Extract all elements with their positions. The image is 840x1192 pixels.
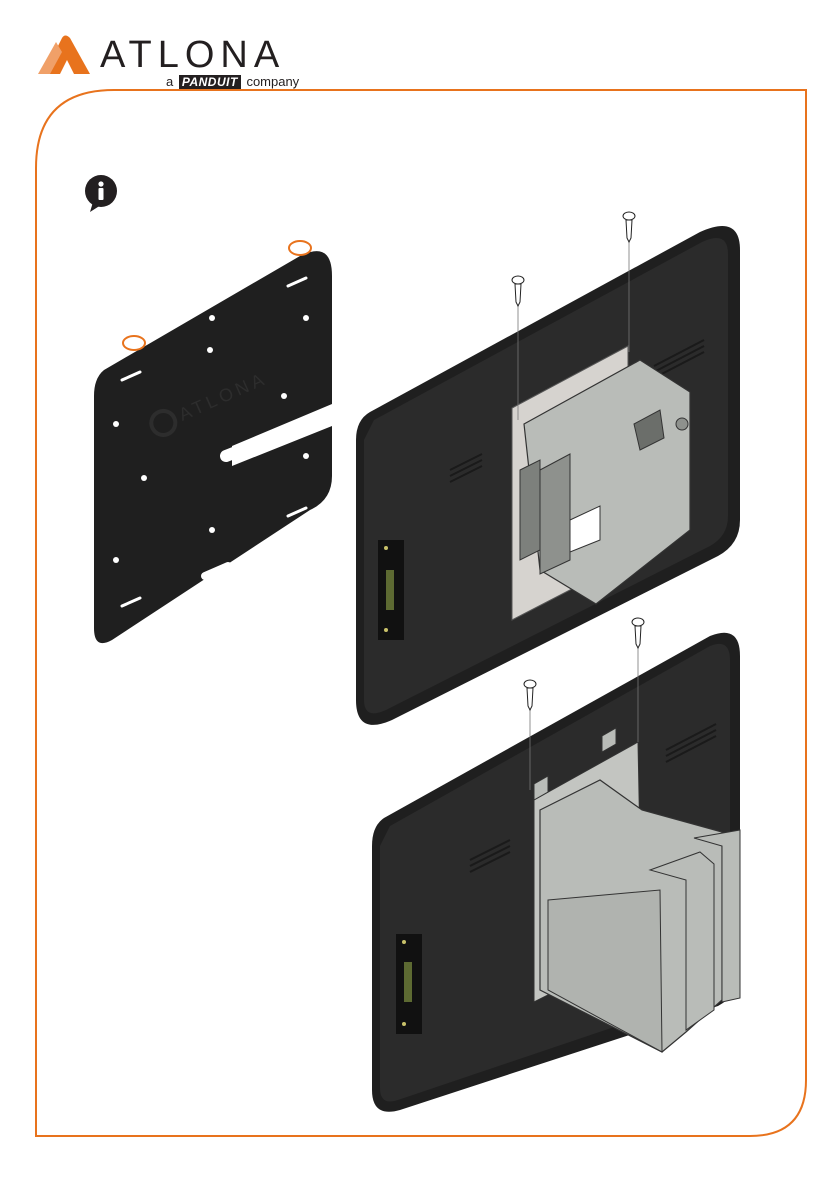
mounting-plate: ATLONA: [94, 241, 332, 643]
touch-panel-upper: [356, 212, 740, 725]
